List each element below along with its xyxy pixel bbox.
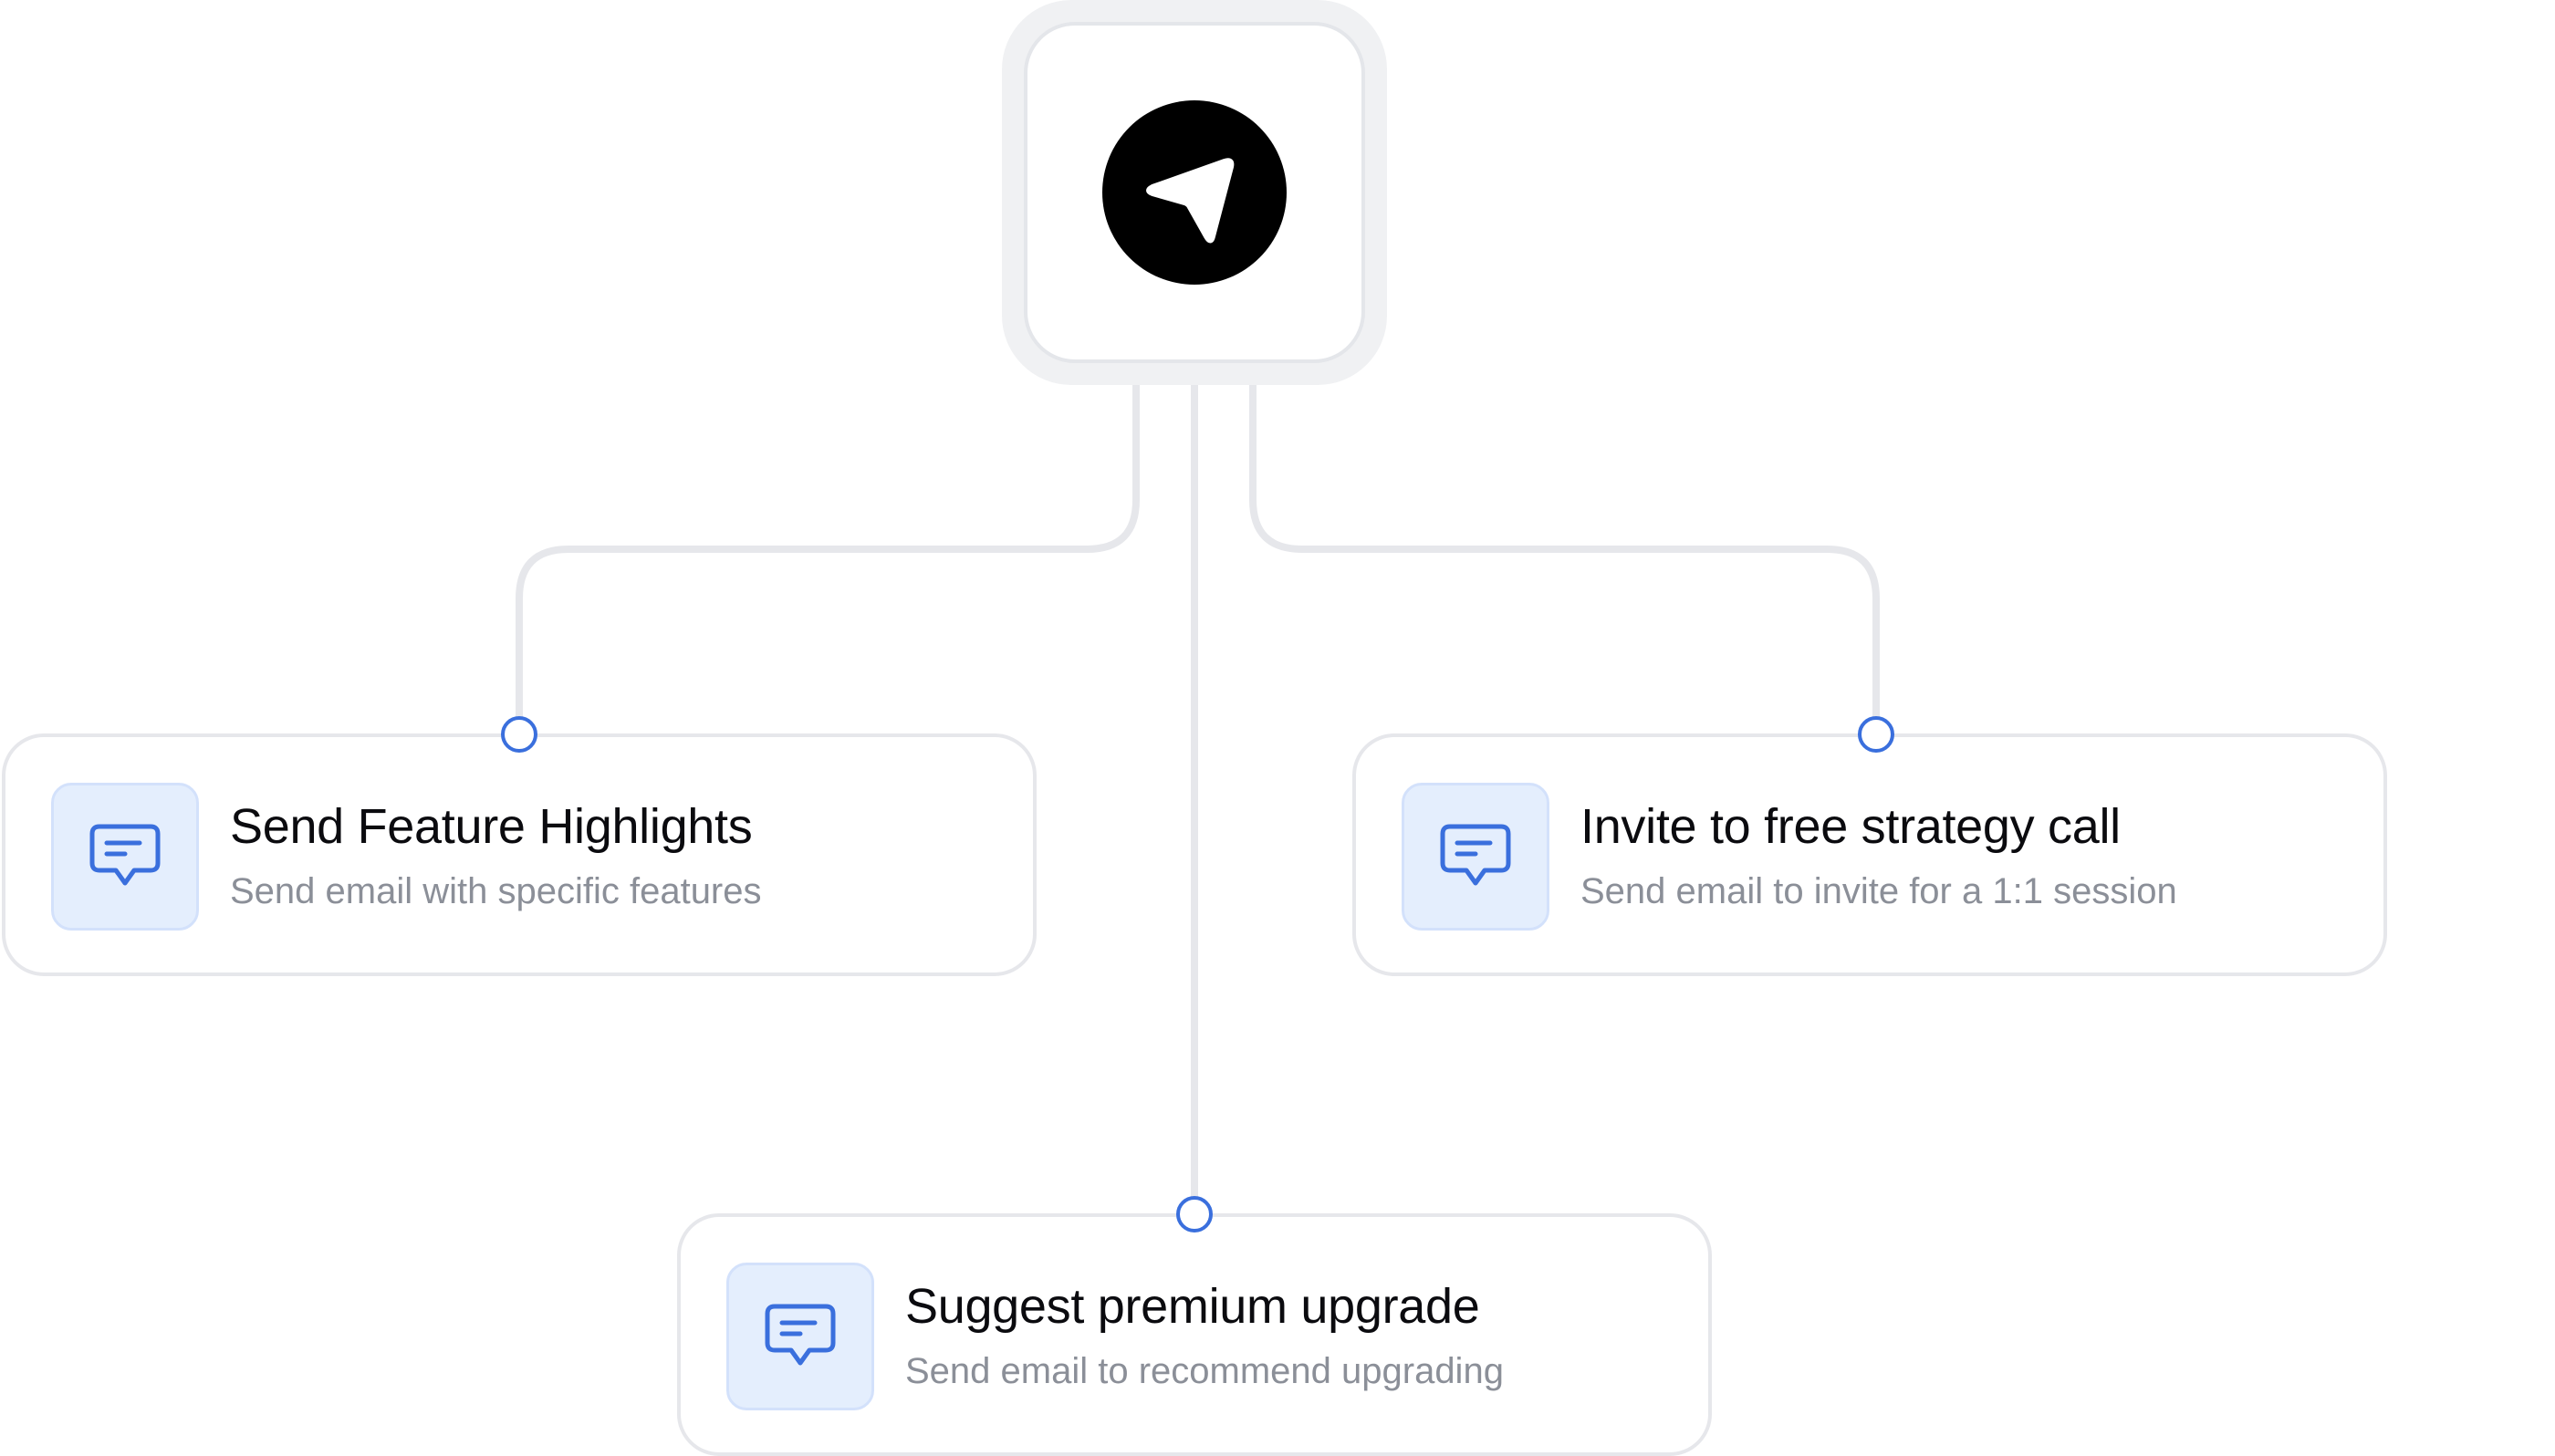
action-card-strategy-call[interactable]: Invite to free strategy call Send email … (1352, 733, 2387, 976)
action-card-premium-upgrade[interactable]: Suggest premium upgrade Send email to re… (677, 1213, 1712, 1456)
action-subtitle: Send email with specific features (230, 871, 762, 911)
action-title: Invite to free strategy call (1580, 799, 2121, 854)
connection-handle-center[interactable] (1176, 1196, 1213, 1232)
send-navigation-icon (1102, 100, 1287, 285)
action-title: Suggest premium upgrade (905, 1279, 1480, 1334)
trigger-node[interactable] (1002, 0, 1387, 385)
trigger-node-inner (1024, 22, 1365, 363)
action-title: Send Feature Highlights (230, 799, 753, 854)
connector-right (1249, 385, 1880, 737)
action-subtitle: Send email to recommend upgrading (905, 1351, 1504, 1391)
message-icon (51, 783, 199, 931)
message-icon (1402, 783, 1549, 931)
message-icon (726, 1263, 874, 1410)
connection-handle-right[interactable] (1858, 716, 1894, 753)
connector-left (516, 385, 1140, 737)
action-card-feature-highlights[interactable]: Send Feature Highlights Send email with … (2, 733, 1037, 976)
connection-handle-left[interactable] (501, 716, 537, 753)
action-subtitle: Send email to invite for a 1:1 session (1580, 871, 2177, 911)
